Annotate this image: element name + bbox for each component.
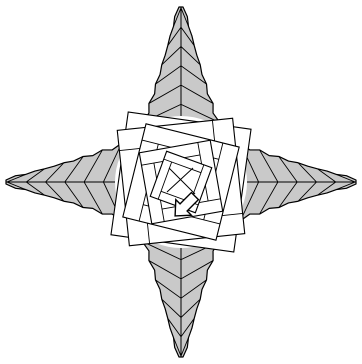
flower-center <box>111 112 251 252</box>
